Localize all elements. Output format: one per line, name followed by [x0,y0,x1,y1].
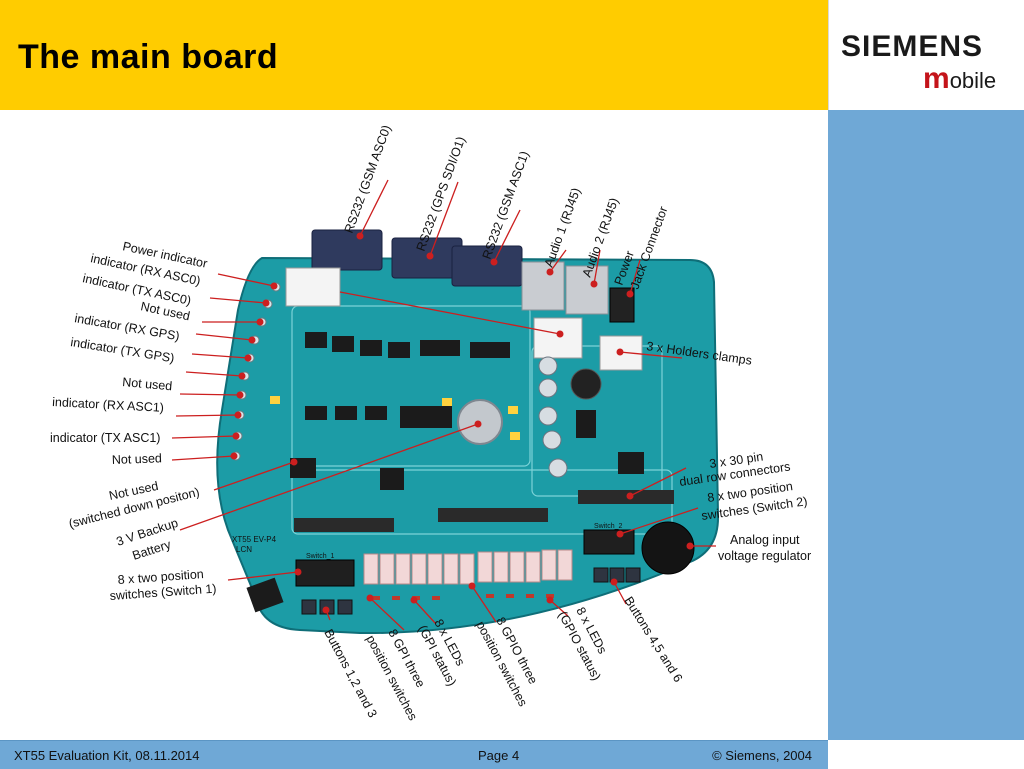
label-rs232-gsm-asc0: RS232 (GSM ASC0) [342,123,394,235]
logo-siemens-text: SIEMENS [841,30,984,63]
label-switch1-a: 8 x two position [117,567,204,587]
footer-doc-name: XT55 Evaluation Kit, 08.11.2014 [14,748,200,763]
pin-headers [294,490,674,532]
label-buttons-456: Buttons 4,5 and 6 [621,594,685,685]
callout-dots [230,232,694,614]
inductor [570,368,602,400]
footer-copyright: © Siemens, 2004 [712,748,812,763]
ic-chips [290,332,644,490]
siemens-logo: SIEMENS mobile [828,0,1024,110]
capacitors [538,356,568,478]
logo-mobile-text: mobile [923,62,996,96]
logo-mobile-m: m [923,62,950,95]
label-audio-1: Audio 1 (RJ45) [542,186,584,269]
rj45-jack-2 [565,265,609,315]
main-board-diagram: XT55 EV-P4 LCN Switch_1 Switch_2 RS232 (… [50,123,811,723]
rj45-jack-1 [521,261,565,311]
dip-switch-1 [295,559,355,587]
footer-right-blank [828,740,1024,768]
silk-switch-2: Switch_2 [594,523,623,530]
logo-mobile-rest: obile [949,68,997,93]
db9-connector-1 [311,229,383,271]
callout-lines [171,179,716,631]
slide-title: The main board [18,38,279,76]
slide-footer: XT55 Evaluation Kit, 08.11.2014 Page 4 ©… [0,740,828,769]
voltage-regulator-knob [641,521,695,575]
holder-clamp-1 [285,267,341,307]
silk-lcn: LCN [236,545,252,554]
label-analog-input: Analog input [730,533,800,547]
footer-page-number: Page 4 [478,748,520,763]
gpio-switch-bank [363,549,573,585]
board-illustration-area: XT55 EV-P4 LCN Switch_1 Switch_2 RS232 (… [0,110,828,740]
label-indicator-rx-asc1: indicator (RX ASC1) [52,395,164,415]
slide-header: The main board [0,0,828,110]
silk-switch-1: Switch_1 [306,553,335,560]
label-indicator-tx-asc1: indicator (TX ASC1) [50,431,160,445]
label-not-used-3: Not used [112,451,163,467]
dip-switch-2 [583,529,635,555]
buzzer-block [246,577,284,613]
label-rs232-gps: RS232 (GPS SDI/O1) [414,135,468,253]
holder-clamp-2 [533,317,583,359]
yellow-caps [270,396,520,440]
right-decor-strip [828,110,1024,740]
label-rs232-gsm-asc1: RS232 (GSM ASC1) [480,149,532,261]
label-voltage-regulator: voltage regulator [718,549,811,563]
silk-board-id: XT55 EV-P4 [232,535,277,544]
label-not-used-2: Not used [122,375,173,393]
